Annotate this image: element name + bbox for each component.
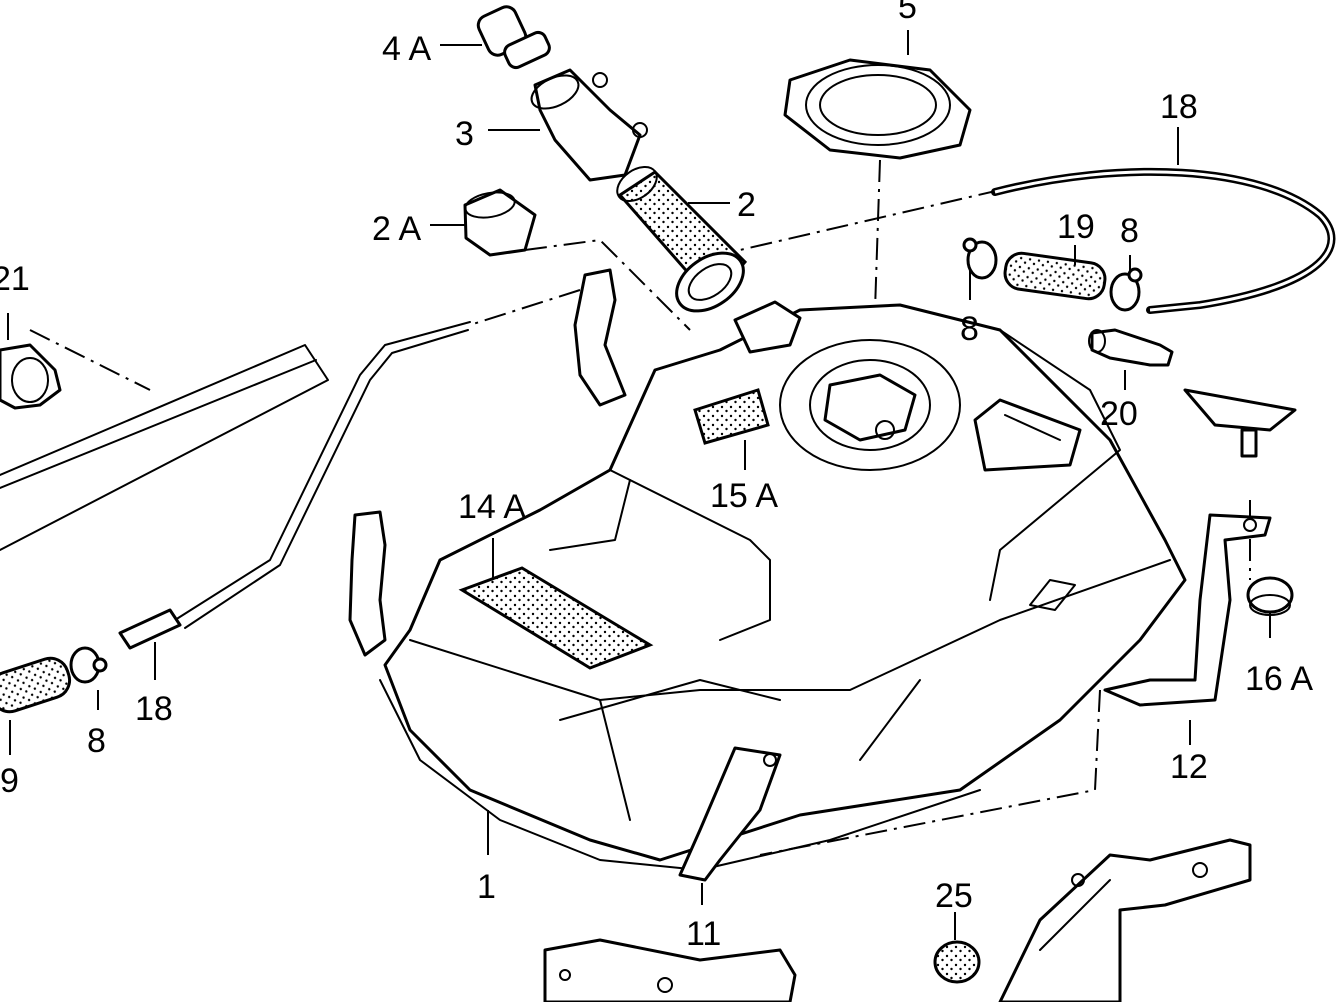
label-part-20: 20 xyxy=(1100,395,1138,433)
label-part-11: 11 xyxy=(686,915,721,953)
label-part-18-lower: 18 xyxy=(135,690,173,728)
part-19-hose-upper xyxy=(1003,251,1107,301)
part-8-clip-upper-left xyxy=(962,237,998,280)
part-21-clamp xyxy=(0,343,62,410)
label-part-8-lower: 8 xyxy=(87,722,106,760)
part-18-vent-hose-upper xyxy=(991,167,1336,314)
rail-rod xyxy=(0,344,329,551)
label-part-1: 1 xyxy=(477,868,496,906)
label-part-18-upper: 18 xyxy=(1160,88,1198,126)
part-4a-cap xyxy=(476,5,551,70)
label-part-3: 3 xyxy=(455,115,474,153)
part-1-fuel-tank xyxy=(379,300,1187,871)
label-part-2: 2 xyxy=(737,186,756,224)
label-part-14a: 14 A xyxy=(458,488,526,526)
label-part-25: 25 xyxy=(935,877,973,915)
part-11-strap xyxy=(678,746,782,882)
body-panel-lower-left xyxy=(543,938,797,1002)
label-part-21: 21 xyxy=(0,260,30,298)
part-15a-pad xyxy=(693,388,770,445)
part-14a-pad xyxy=(458,566,654,670)
part-8-clip-upper-right xyxy=(1109,267,1143,312)
body-panel-lower-right xyxy=(998,838,1252,1002)
part-5-locking-ring xyxy=(783,58,972,160)
label-part-5: 5 xyxy=(898,0,917,26)
label-part-8-upper-right: 8 xyxy=(1120,212,1139,250)
label-part-2a: 2 A xyxy=(372,210,421,248)
label-part-12: 12 xyxy=(1170,748,1208,786)
part-12-strap xyxy=(1103,388,1297,707)
label-part-16a: 16 A xyxy=(1245,660,1313,698)
part-16a-grommet xyxy=(1246,576,1294,616)
label-part-15a: 15 A xyxy=(710,477,778,515)
part-3-filler-housing xyxy=(530,68,648,182)
label-part-8-upper-left: 8 xyxy=(960,310,979,348)
left-upper-bracket xyxy=(573,268,627,407)
part-20-connector xyxy=(1088,328,1174,367)
part-25-grommet xyxy=(933,940,981,984)
part-2a-cap xyxy=(463,188,537,257)
leader-lines xyxy=(7,30,1271,940)
part-9-hose-lower xyxy=(0,656,72,714)
label-part-19: 19 xyxy=(1057,208,1095,246)
part-2-filler-hose xyxy=(616,165,748,313)
label-part-4a: 4 A xyxy=(382,30,431,68)
left-lower-bracket xyxy=(348,510,387,657)
part-18-vent-line-lower xyxy=(118,321,471,650)
callout-labels: 1 2 2 A 3 4 A 5 8 8 8 9 11 12 14 A 15 A … xyxy=(0,0,1313,953)
part-8-clip-lower xyxy=(69,646,108,684)
label-part-9: 9 xyxy=(0,762,19,800)
